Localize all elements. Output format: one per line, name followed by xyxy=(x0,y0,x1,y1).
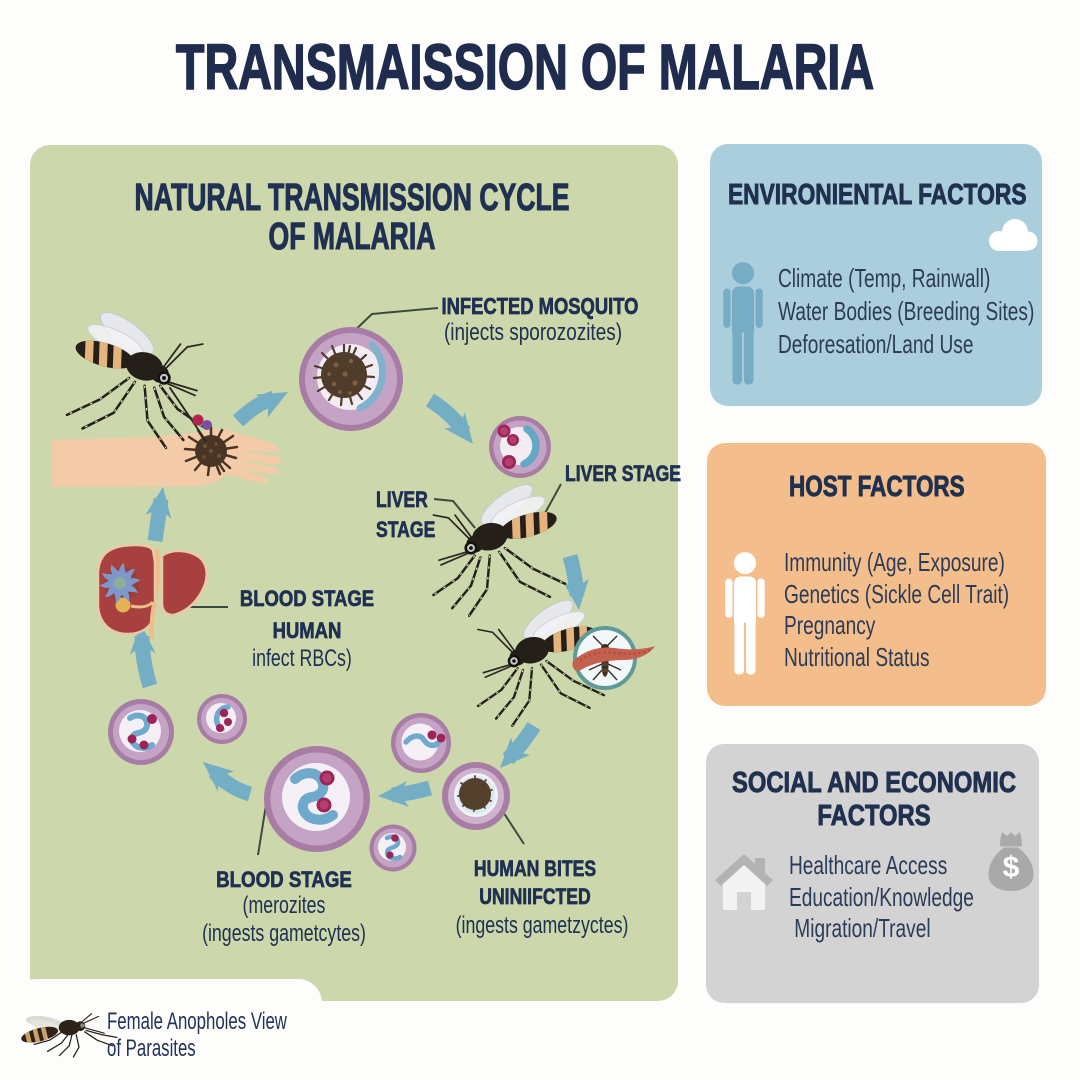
svg-text:$: $ xyxy=(1003,851,1020,884)
